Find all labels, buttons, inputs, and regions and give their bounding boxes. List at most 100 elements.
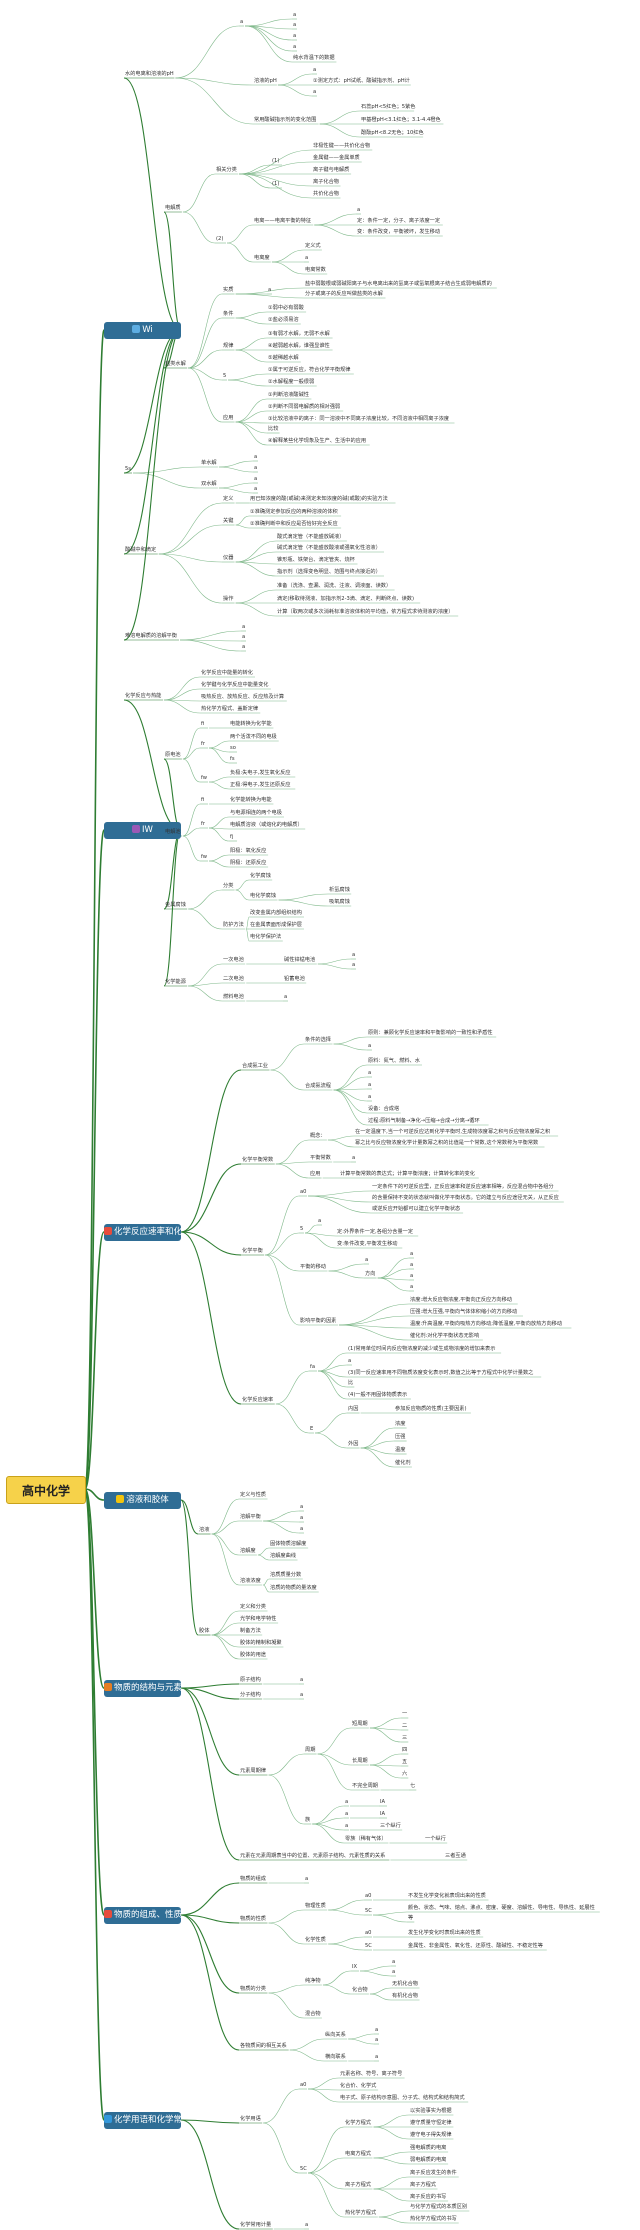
topic-node-level-3[interactable]: ②判断不同弱电解质的相对强弱: [268, 404, 341, 410]
topic-node-level-3[interactable]: (1)常用单位时间内反应物浓度的减少或生成物浓度的增加来表示: [348, 1346, 496, 1352]
topic-node-level-3[interactable]: 原则：兼顾化学反应速率和平衡影响的一致性和矛盾性: [368, 1030, 493, 1036]
topic-node-level-2[interactable]: 单水解: [201, 460, 217, 466]
topic-node-level-3[interactable]: fj: [230, 834, 234, 840]
topic-node-level-4[interactable]: a: [357, 207, 361, 213]
topic-node-level-2[interactable]: 合成氨流程: [305, 1083, 331, 1089]
topic-node-level-4[interactable]: 定：条件一定，分子、离子浓度一定: [357, 218, 441, 224]
topic-node-level-3[interactable]: a: [254, 486, 258, 492]
topic-node-level-3[interactable]: 计算平衡常数的表达式；计算平衡浓度；计算转化率的变化: [340, 1171, 475, 1177]
topic-node-level-2[interactable]: a0: [300, 1189, 307, 1195]
topic-node-level-3[interactable]: a: [345, 1811, 349, 1817]
topic-node-level-4[interactable]: 颜色、状态、气味、熔点、沸点、密度、硬度、溶解性、导电性、导热性、延展性: [408, 1905, 595, 1911]
topic-node-level-4[interactable]: 六: [402, 1771, 408, 1777]
topic-node-level-2[interactable]: 燃料电池: [223, 994, 244, 1000]
topic-node-level-3[interactable]: 幂之比与反应物浓度化学计量数幂之积的比值是一个常数,这个常数称为平衡常数: [355, 1140, 539, 1146]
topic-node-level-4[interactable]: 离子反应的书写: [410, 2194, 447, 2200]
topic-node-level-2[interactable]: a: [305, 1876, 309, 1882]
topic-node-level-4[interactable]: 二: [402, 1723, 408, 1729]
topic-node-level-3[interactable]: 溶质的物质的量浓度: [270, 1585, 317, 1591]
topic-node-level-3[interactable]: 碱性锌锰电池: [284, 957, 316, 963]
topic-node-level-3[interactable]: a: [375, 2027, 379, 2033]
topic-node-level-1[interactable]: 物质的性质: [240, 1916, 266, 1922]
topic-node-level-1[interactable]: 化学能源: [165, 979, 186, 985]
topic-node-level-3[interactable]: 化合价、化学式: [340, 2083, 377, 2089]
topic-node-level-3[interactable]: ①弱中必有弱酸: [268, 305, 304, 311]
topic-node-level-3[interactable]: ②盐必须易溶: [268, 317, 299, 323]
topic-node-level-2[interactable]: fr: [201, 821, 205, 827]
topic-node-level-3[interactable]: ③有弱才水解，无弱不水解: [268, 331, 330, 337]
topic-node-level-3[interactable]: a: [375, 2037, 379, 2043]
topic-node-level-3[interactable]: 准备（洗涤、查漏、润洗、注液、调液面、读数）: [277, 583, 392, 589]
topic-node-level-4[interactable]: a: [410, 1284, 414, 1290]
root-node[interactable]: 高中化学: [6, 1476, 86, 1504]
section-1[interactable]: Wi: [104, 321, 181, 339]
topic-node-level-3[interactable]: 改变金属内部组织结构: [250, 910, 302, 916]
topic-node-level-4[interactable]: 温度: [395, 1447, 406, 1453]
topic-node-level-3[interactable]: 计算（取两次或多次消耗标准溶液体积的平均值，依方程式求待测液的浓度）: [277, 609, 454, 615]
topic-node-level-3[interactable]: 离子化合物: [313, 179, 339, 185]
topic-node-level-4[interactable]: 遵守质量守恒定律: [410, 2120, 452, 2126]
section-3[interactable]: 化学反应速率和化学平衡: [104, 1223, 181, 1241]
topic-node-level-4[interactable]: 弱电解质的电离: [410, 2157, 447, 2163]
topic-node-level-3[interactable]: 化学腐蚀: [250, 873, 271, 879]
topic-node-level-2[interactable]: E: [310, 1426, 314, 1432]
topic-node-level-3[interactable]: 在金属表面形成保护层: [250, 922, 302, 928]
topic-node-level-4[interactable]: a: [410, 1273, 414, 1279]
topic-node-level-3[interactable]: ①属于可逆反应，符合化学平衡规律: [268, 367, 351, 373]
topic-node-level-2[interactable]: 光学和电学特性: [240, 1616, 277, 1622]
topic-node-level-4[interactable]: 四: [402, 1747, 408, 1753]
topic-node-level-2[interactable]: 定义与性质: [240, 1492, 266, 1498]
topic-node-level-3[interactable]: 铅蓄电池: [284, 976, 305, 982]
topic-node-level-3[interactable]: a: [293, 33, 297, 39]
topic-node-level-1[interactable]: 物质的组成: [240, 1876, 266, 1882]
topic-node-level-3[interactable]: 阴极：还原反应: [230, 860, 267, 866]
topic-node-level-3[interactable]: 不完全周期: [352, 1783, 378, 1789]
topic-node-level-1[interactable]: 难溶电解质的溶解平衡: [125, 633, 177, 639]
topic-node-level-4[interactable]: 离子反应发生的条件: [410, 2170, 457, 2176]
topic-node-level-2[interactable]: a: [300, 1677, 304, 1683]
topic-node-level-2[interactable]: 操作: [223, 596, 234, 602]
topic-node-level-2[interactable]: 平衡的移动: [300, 1264, 326, 1270]
topic-node-level-3[interactable]: 盐中弱酸根或弱碱阳离子与水电离出来的氢离子或氢氧根离子结合生成弱电解质的: [305, 281, 492, 287]
topic-node-level-1[interactable]: 各物质间的相互关系: [240, 2043, 287, 2049]
topic-node-level-2[interactable]: a: [300, 1692, 304, 1698]
topic-node-level-4[interactable]: 与化学方程式的本质区别: [410, 2204, 468, 2210]
topic-node-level-4[interactable]: 金属性、非金属性、氧化性、还原性、酸碱性、不稳定性等: [408, 1943, 543, 1949]
topic-node-level-3[interactable]: ③比较溶液中的离子：同一溶液中不同离子浓度比较，不同溶液中相同离子浓度: [268, 416, 450, 422]
topic-node-level-3[interactable]: a: [300, 1515, 304, 1521]
topic-node-level-1[interactable]: 溶液: [199, 1527, 210, 1533]
topic-node-level-3[interactable]: 滴定(移取待测液、加指示剂2-3滴、滴定、判断终点、读数): [277, 596, 415, 602]
topic-node-level-2[interactable]: 5: [300, 1226, 304, 1232]
topic-node-level-3[interactable]: a: [254, 465, 258, 471]
topic-node-level-3[interactable]: a: [313, 67, 317, 73]
topic-node-level-2[interactable]: 应用: [223, 415, 234, 421]
topic-node-level-3[interactable]: 零族（稀有气体）: [345, 1836, 387, 1842]
topic-node-level-3[interactable]: 电离——电离平衡的特征: [254, 218, 312, 224]
topic-node-level-3[interactable]: 长周期: [352, 1758, 368, 1764]
topic-node-level-2[interactable]: 规律: [223, 343, 234, 349]
topic-node-level-3[interactable]: ①判断溶液酸碱性: [268, 392, 309, 398]
topic-node-level-3[interactable]: ②水解程度一般很弱: [268, 379, 315, 385]
topic-node-level-3[interactable]: a: [345, 1799, 349, 1805]
topic-node-level-2[interactable]: 溶液的pH: [254, 78, 277, 84]
topic-node-level-3[interactable]: a: [368, 1082, 372, 1088]
topic-node-level-1[interactable]: 物质的分类: [240, 1986, 266, 1992]
topic-node-level-4[interactable]: 变：条件改变，平衡被坏，发生移动: [357, 229, 441, 235]
topic-node-level-4[interactable]: 以实验事实为根据: [410, 2108, 452, 2114]
topic-node-level-2[interactable]: 溶解度: [240, 1548, 256, 1554]
topic-node-level-4[interactable]: 浓度: [395, 1421, 406, 1427]
topic-node-level-2[interactable]: 化学性质: [305, 1937, 326, 1943]
topic-node-level-3[interactable]: 电离方程式: [345, 2151, 371, 2157]
topic-node-level-2[interactable]: 吸热反应、放热反应、反应热及计算: [201, 694, 285, 700]
topic-node-level-3[interactable]: (1): [272, 181, 280, 187]
topic-node-level-4[interactable]: 发生化学变化时表现出来的性质: [408, 1930, 481, 1936]
topic-node-level-2[interactable]: (2): [216, 236, 224, 242]
topic-node-level-2[interactable]: 关键: [223, 518, 234, 524]
topic-node-level-3[interactable]: ⑤越稀越水解: [268, 355, 299, 361]
topic-node-level-2[interactable]: 横向联系: [325, 2054, 346, 2060]
topic-node-level-3[interactable]: 非极性键——共价化合物: [313, 143, 371, 149]
topic-node-level-3[interactable]: 定:外界条件一定,各组分含量一定: [337, 1229, 414, 1235]
topic-node-level-1[interactable]: 元素周期律: [240, 1768, 266, 1774]
topic-node-level-1[interactable]: 分子结构: [240, 1692, 261, 1698]
topic-node-level-1[interactable]: 化学反应与热能: [125, 693, 162, 699]
